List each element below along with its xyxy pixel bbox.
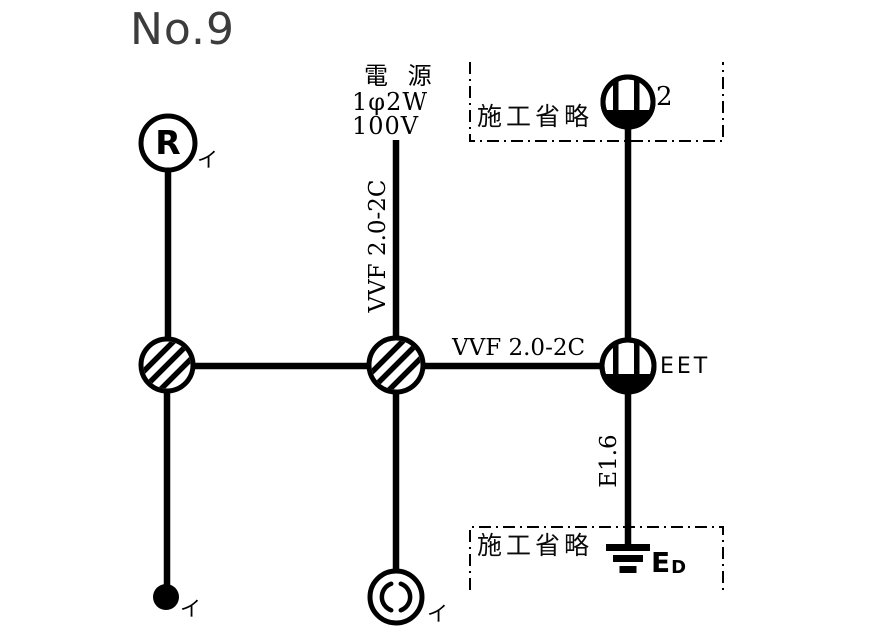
construction-omitted-box-top bbox=[469, 62, 724, 142]
page-title: No.9 bbox=[130, 4, 236, 55]
power-source-voltage: 100V bbox=[352, 112, 420, 140]
construction-omitted-box-bottom bbox=[469, 526, 724, 590]
outlet-eet-icon bbox=[599, 337, 657, 395]
earth-label: E D bbox=[651, 549, 686, 577]
lamp-receptacle-icon bbox=[138, 113, 198, 173]
junction-box-center-icon bbox=[366, 335, 426, 395]
cable-label-earth: E1.6 bbox=[596, 434, 622, 488]
wires bbox=[163, 126, 632, 585]
junction-box-left-icon bbox=[138, 336, 196, 394]
receptacle-letter: R bbox=[155, 123, 181, 162]
power-source-phase: 1φ2W bbox=[352, 88, 429, 116]
cable-label-run: VVF 2.0-2C bbox=[452, 335, 586, 361]
construction-omitted-label-bottom: 施工省略 bbox=[477, 531, 594, 560]
outlet-top-count: 2 bbox=[656, 82, 673, 112]
circuit-mark-receptacle: イ bbox=[197, 148, 218, 172]
switch-icon bbox=[153, 584, 179, 610]
circuit-mark-switch: イ bbox=[180, 597, 201, 621]
outlet-eet-label: EET bbox=[660, 354, 711, 379]
earth-label-main: E bbox=[651, 546, 671, 579]
earth-ground-icon bbox=[606, 544, 650, 573]
ceiling-rose-icon bbox=[367, 568, 425, 626]
outlet-top-icon bbox=[600, 74, 656, 130]
earth-label-subscript: D bbox=[671, 557, 687, 578]
construction-omitted-label-top: 施工省略 bbox=[477, 102, 594, 131]
circuit-mark-lamp: イ bbox=[427, 602, 448, 626]
power-source-label: 電 源 bbox=[364, 62, 438, 90]
cable-label-feed: VVF 2.0-2C bbox=[365, 179, 391, 313]
